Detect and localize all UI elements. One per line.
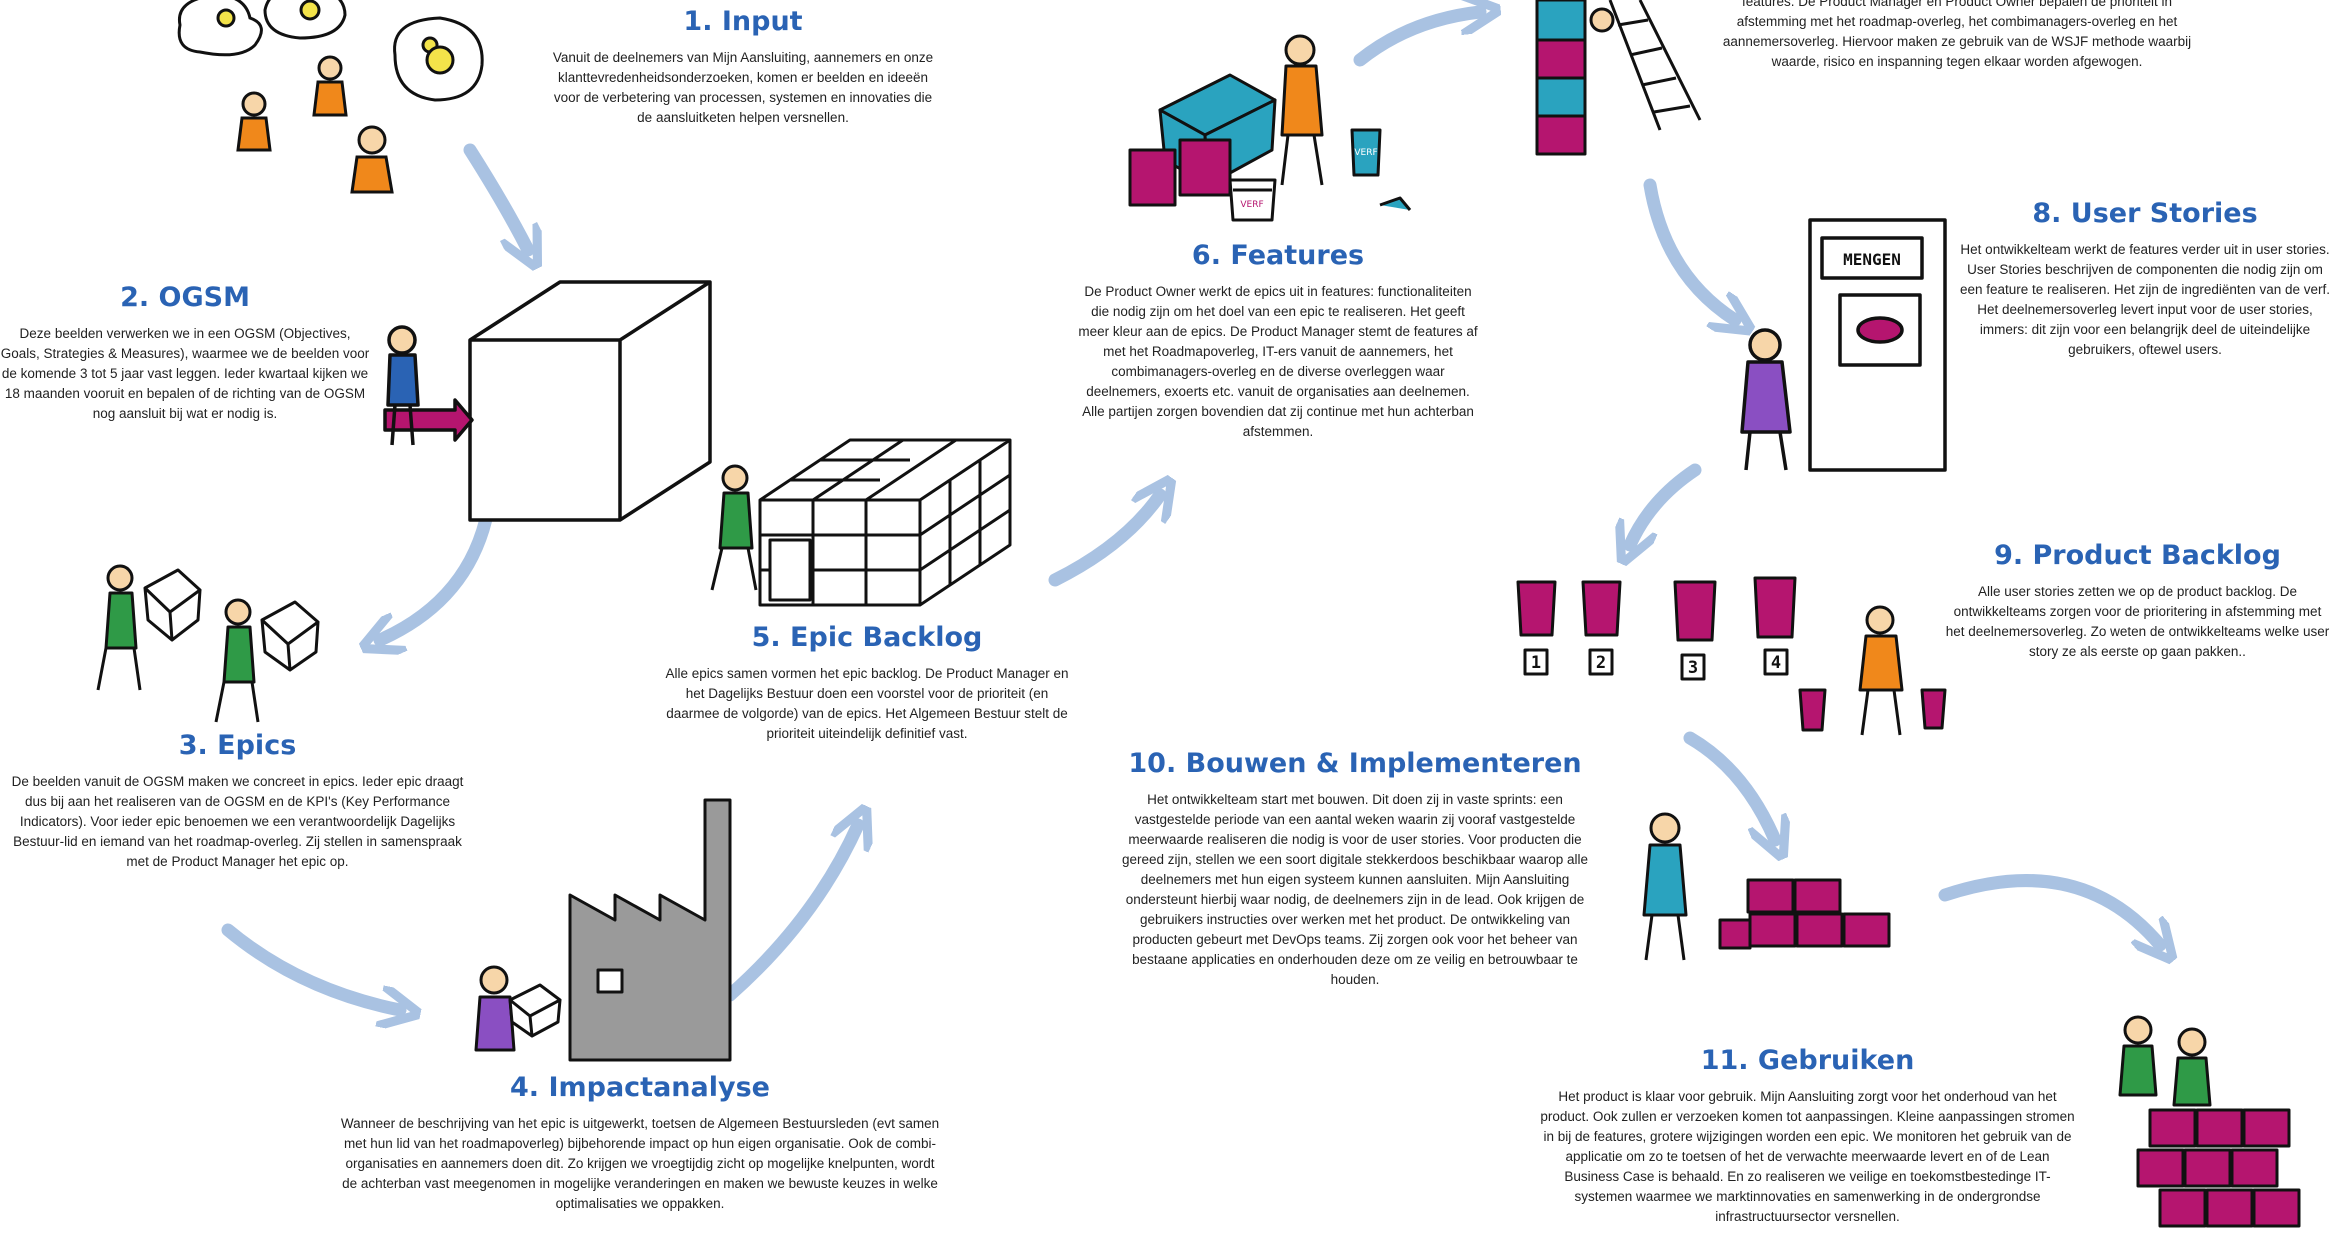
impact-illustration bbox=[474, 798, 732, 1062]
step-8-title: 8. User Stories bbox=[2032, 198, 2258, 229]
step-8-text: Het ontwikkelteam werkt de features verd… bbox=[1960, 242, 2330, 357]
user-stories-illustration: MENGEN bbox=[1740, 218, 1947, 472]
machine-label: MENGEN bbox=[1843, 250, 1901, 269]
step-5-title: 5. Epic Backlog bbox=[751, 622, 983, 653]
flow-arrows bbox=[221, 12, 2160, 1010]
step-5-text: Alle epics samen vormen het epic backlog… bbox=[665, 666, 1069, 741]
input-illustration bbox=[177, 0, 484, 194]
arrow-1-2 bbox=[463, 143, 528, 250]
step-11-text: Het product is klaar voor gebruik. Mijn … bbox=[1540, 1089, 2075, 1224]
step-3-epics: 3. Epics De beelden vanuit de OGSM maken… bbox=[10, 730, 465, 872]
build-illustration bbox=[1642, 812, 1891, 961]
paint-can-label-2: VERF bbox=[1354, 148, 1377, 158]
step-11-title: 11. Gebruiken bbox=[1700, 1045, 1915, 1076]
backlog-number-1: 1 bbox=[1531, 653, 1541, 673]
step-4-impactanalyse: 4. Impactanalyse Wanneer de beschrijving… bbox=[340, 1072, 940, 1214]
step-3-text: De beelden vanuit de OGSM maken we concr… bbox=[11, 774, 464, 869]
epics-illustration bbox=[96, 564, 320, 723]
step-1-input: 1. Input Vanuit de deelnemers van Mijn A… bbox=[548, 6, 938, 128]
step-11-gebruiken: 11. Gebruiken Het product is klaar voor … bbox=[1540, 1045, 2075, 1227]
step-1-title: 1. Input bbox=[683, 6, 803, 37]
use-illustration bbox=[2118, 1015, 2301, 1228]
step-4-title: 4. Impactanalyse bbox=[510, 1072, 770, 1103]
step-2-text: Deze beelden verwerken we in een OGSM (O… bbox=[0, 326, 370, 421]
step-5-epic-backlog: 5. Epic Backlog Alle epics samen vormen … bbox=[662, 622, 1072, 744]
arrow-7-8 bbox=[1643, 178, 1735, 320]
arrow-5-6 bbox=[1048, 495, 1160, 587]
arrow-8-9 bbox=[1630, 463, 1702, 545]
ogsm-illustration bbox=[383, 280, 712, 522]
step-1-text: Vanuit de deelnemers van Mijn Aansluitin… bbox=[552, 50, 934, 125]
backlog-number-2: 2 bbox=[1596, 653, 1606, 673]
arrow-4-5 bbox=[723, 825, 858, 1002]
step-7-prioritization: features. De Product Manager en Product … bbox=[1722, 0, 2192, 72]
step-9-title: 9. Product Backlog bbox=[1994, 540, 2281, 571]
arrow-3-4 bbox=[221, 923, 400, 1010]
step-9-text: Alle user stories zetten we op de produc… bbox=[1945, 584, 2330, 659]
step-9-product-backlog: 9. Product Backlog Alle user stories zet… bbox=[1945, 540, 2330, 662]
backlog-number-3: 3 bbox=[1688, 658, 1698, 678]
step-6-features: 6. Features De Product Owner werkt de ep… bbox=[1078, 240, 1478, 442]
backlog-number-4: 4 bbox=[1771, 653, 1781, 673]
arrow-10-11 bbox=[1938, 874, 2160, 945]
step-8-user-stories: 8. User Stories Het ontwikkelteam werkt … bbox=[1960, 198, 2330, 360]
tower-illustration bbox=[1535, 0, 1702, 156]
arrow-9-10 bbox=[1683, 731, 1775, 840]
epic-backlog-illustration bbox=[710, 438, 1012, 607]
arrow-6-7 bbox=[1353, 12, 1480, 67]
step-3-title: 3. Epics bbox=[178, 730, 297, 761]
step-2-title: 2. OGSM bbox=[120, 282, 250, 313]
product-backlog-illustration: 1 2 3 4 bbox=[1516, 576, 1947, 736]
step-2-ogsm: 2. OGSM Deze beelden verwerken we in een… bbox=[0, 282, 370, 424]
step-6-title: 6. Features bbox=[1191, 240, 1365, 271]
features-illustration: VERF VERF bbox=[1128, 34, 1412, 222]
step-10-text: Het ontwikkelteam start met bouwen. Dit … bbox=[1121, 792, 1589, 987]
arrow-2-3 bbox=[380, 503, 495, 640]
step-4-text: Wanneer de beschrijving van het epic is … bbox=[340, 1116, 940, 1211]
step-10-title: 10. Bouwen & Implementeren bbox=[1128, 748, 1582, 779]
step-10-bouwen: 10. Bouwen & Implementeren Het ontwikkel… bbox=[1120, 748, 1590, 990]
step-6-text: De Product Owner werkt de epics uit in f… bbox=[1078, 284, 1478, 439]
paint-can-label: VERF bbox=[1240, 200, 1263, 210]
step-7-text: features. De Product Manager en Product … bbox=[1722, 0, 2192, 69]
